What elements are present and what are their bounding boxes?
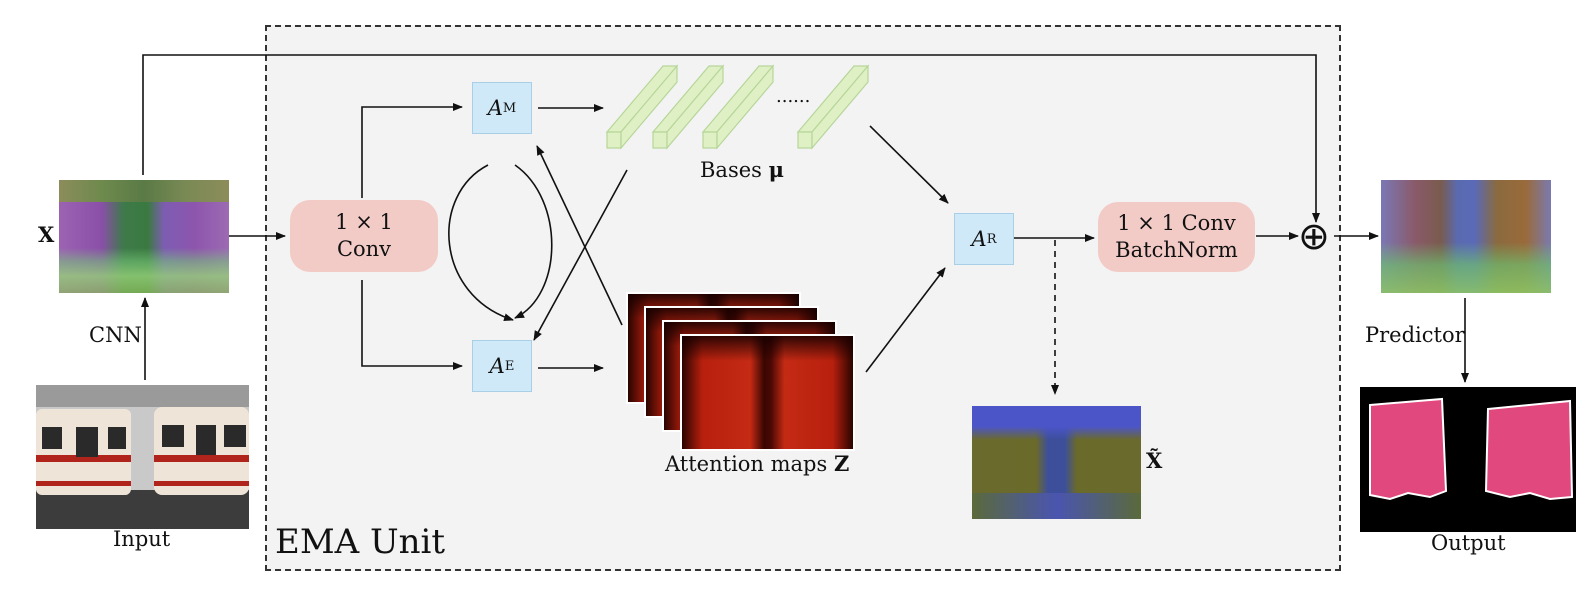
reconstructed-feature-map-image: [972, 406, 1141, 519]
input-label: Input: [113, 527, 171, 551]
attention-symbol: Z: [833, 451, 850, 476]
a-e-symbol: A: [489, 354, 505, 378]
cnn-label: CNN: [89, 323, 142, 347]
output-label: Output: [1431, 531, 1506, 555]
attention-map-4: [680, 334, 855, 451]
a-m-subscript: M: [502, 100, 517, 116]
basis-bar-2: [651, 64, 725, 150]
conv-1x1-line2: Conv: [336, 237, 392, 261]
predictor-label: Predictor: [1365, 323, 1465, 347]
ema-unit-container: [265, 25, 1341, 571]
segmentation-mask: [1360, 387, 1576, 532]
conv-batchnorm-block: 1 × 1 Conv BatchNorm: [1098, 202, 1255, 272]
x-label: X: [38, 222, 55, 247]
bases-dots: ......: [776, 86, 811, 107]
a-e-subscript: E: [504, 358, 515, 374]
basis-bar-3: [701, 64, 775, 150]
conv-batchnorm-line2: BatchNorm: [1115, 238, 1238, 262]
ema-unit-label: EMA Unit: [275, 522, 446, 562]
a-r-symbol: A: [971, 227, 987, 251]
basis-bar-1: [605, 64, 679, 150]
attention-label: Attention maps: [665, 452, 828, 476]
input-feature-map-image: [59, 180, 229, 293]
bases-label: Bases: [700, 158, 762, 182]
input-photo-image: [36, 385, 249, 529]
bases-symbol: μ: [768, 157, 784, 182]
attention-label-wrap: Attention maps Z: [665, 451, 849, 476]
a-r-subscript: R: [986, 231, 997, 247]
train-illustration: [36, 385, 249, 529]
bases-label-wrap: Bases μ: [700, 157, 784, 182]
x-tilde-label: X̃: [1146, 448, 1163, 473]
conv-1x1-line1: 1 × 1: [335, 210, 393, 234]
conv-batchnorm-line1: 1 × 1 Conv: [1117, 211, 1236, 235]
a-m-symbol: A: [487, 96, 503, 120]
conv-1x1-block: 1 × 1 Conv: [290, 200, 438, 272]
output-feature-map-image: [1381, 180, 1551, 293]
bases-mu-illustration: [605, 64, 870, 150]
basis-bar-4: [796, 64, 870, 150]
sum-operator-icon: ⊕: [1298, 214, 1330, 258]
output-segmentation-image: [1360, 387, 1576, 532]
